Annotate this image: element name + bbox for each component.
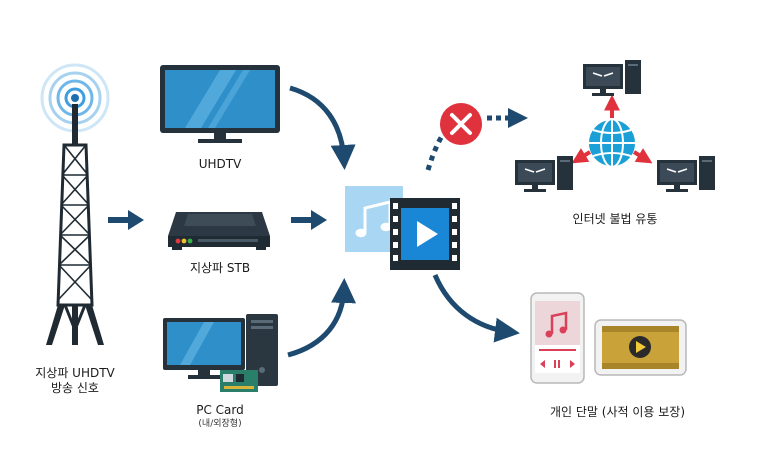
personal-device-label: 개인 단말 (사적 이용 보장): [549, 405, 686, 419]
arrow-media-to-devices: [432, 274, 520, 343]
video-file-icon: [390, 198, 460, 270]
blocked-icon: [440, 103, 482, 145]
arrow-tower-to-stb: [108, 210, 144, 230]
uhdtv-label: UHDTV: [198, 157, 242, 171]
pc-card-label: PC Card: [196, 403, 244, 417]
globe-icon: [587, 118, 637, 168]
tower-label: 지상파 UHDTV 방송 신호: [25, 366, 125, 396]
pc-card-sublabel: (내/외장형): [198, 419, 242, 429]
arrow-stb-to-media: [291, 210, 327, 230]
tv-icon: [160, 65, 280, 143]
computer-icon: [583, 60, 641, 96]
tower-label-line2: 방송 신호: [51, 381, 99, 395]
computer-icon: [515, 156, 573, 192]
broadcast-tower-icon: [40, 63, 110, 345]
pc-icon: [163, 314, 278, 392]
tower-label-line1: 지상파 UHDTV: [35, 366, 115, 380]
computer-icon: [657, 156, 715, 192]
arrow-uhdtv-to-media: [289, 85, 356, 170]
illegal-distribution-label: 인터넷 불법 유통: [572, 212, 658, 226]
set-top-box-icon: [168, 212, 270, 250]
smartphone-icon: [530, 292, 585, 384]
red-arrows: [571, 94, 653, 164]
arrow-pc-to-media: [287, 278, 357, 358]
stb-label: 지상파 STB: [189, 261, 251, 275]
tablet-icon: [594, 319, 687, 376]
